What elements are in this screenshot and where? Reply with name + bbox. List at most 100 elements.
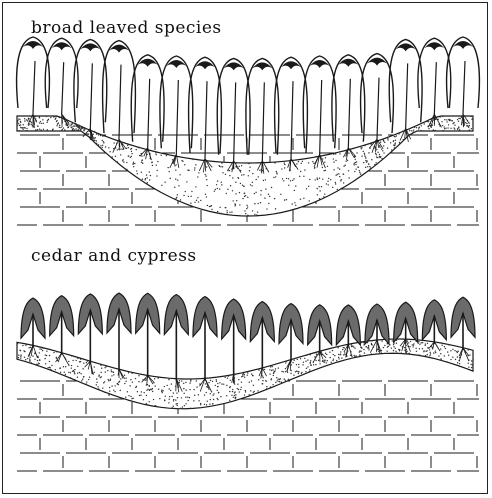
- topsoil-top-soil-dot: [461, 117, 462, 118]
- topsoil-top-soil-dot: [314, 167, 315, 168]
- topsoil-bottom-soil-dot: [325, 353, 326, 354]
- topsoil-bottom-soil-dot: [355, 355, 356, 356]
- topsoil-top-soil-dot: [130, 157, 131, 158]
- topsoil-top-soil-dot: [365, 167, 366, 168]
- topsoil-bottom-soil-dot: [303, 362, 304, 363]
- topsoil-top-soil-dot: [381, 158, 382, 159]
- topsoil-bottom-soil-dot: [333, 354, 334, 355]
- topsoil-bottom-soil-dot: [139, 395, 140, 396]
- topsoil-top-soil-dot: [222, 166, 223, 167]
- topsoil-bottom-soil-dot: [240, 389, 241, 390]
- topsoil-bottom-soil-dot: [298, 373, 299, 374]
- topsoil-bottom-soil-dot: [143, 392, 144, 393]
- topsoil-top-soil-dot: [31, 124, 32, 125]
- topsoil-top-soil-dot: [142, 162, 143, 163]
- topsoil-bottom-soil-dot: [103, 382, 104, 383]
- topsoil-top-soil-dot: [309, 179, 310, 180]
- topsoil-bottom-soil-dot: [213, 393, 214, 394]
- topsoil-bottom-soil-dot: [37, 360, 38, 361]
- topsoil-bottom-soil-dot: [194, 395, 195, 396]
- topsoil-top-soil-dot: [274, 198, 275, 199]
- topsoil-top-soil-dot: [63, 127, 64, 128]
- topsoil-top-soil-dot: [206, 185, 207, 186]
- topsoil-top-soil-dot: [109, 151, 110, 152]
- topsoil-bottom-soil-dot: [430, 353, 431, 354]
- topsoil-top-soil-dot: [312, 161, 313, 162]
- topsoil-bottom-soil-dot: [56, 351, 57, 352]
- topsoil-top-soil-dot: [115, 156, 116, 157]
- topsoil-top-soil-dot: [291, 203, 292, 204]
- topsoil-top-soil-dot: [146, 174, 147, 175]
- topsoil-bottom-soil-dot: [25, 345, 26, 346]
- topsoil-top-soil-dot: [75, 124, 76, 125]
- topsoil-top-soil-dot: [402, 130, 403, 131]
- topsoil-top-soil-dot: [131, 151, 132, 152]
- topsoil-top-soil-dot: [194, 167, 195, 168]
- panel-title-broadleaf: broad leaved species: [31, 18, 222, 38]
- panel-title-conifer: cedar and cypress: [31, 246, 197, 266]
- topsoil-top-soil-dot: [139, 147, 140, 148]
- topsoil-top-soil-dot: [411, 130, 412, 131]
- topsoil-top-soil-dot: [94, 131, 95, 132]
- topsoil-bottom-soil-dot: [51, 370, 52, 371]
- topsoil-bottom-soil-dot: [107, 379, 108, 380]
- topsoil-top-soil-dot: [50, 115, 51, 116]
- topsoil-top-soil-dot: [131, 148, 132, 149]
- topsoil-bottom-soil-dot: [254, 391, 255, 392]
- topsoil-bottom-soil-dot: [108, 380, 109, 381]
- topsoil-bottom-soil-dot: [226, 395, 227, 396]
- topsoil-top-soil-dot: [141, 172, 142, 173]
- topsoil-bottom-soil-dot: [215, 385, 216, 386]
- topsoil-top-soil-dot: [175, 178, 176, 179]
- topsoil-top-soil-dot: [304, 169, 305, 170]
- topsoil-bottom-soil-dot: [304, 358, 305, 359]
- topsoil-top-soil-dot: [337, 167, 338, 168]
- topsoil-top-soil-dot: [343, 182, 344, 183]
- topsoil-bottom-soil-dot: [87, 360, 88, 361]
- topsoil-top-soil-dot: [376, 154, 377, 155]
- topsoil-bottom-soil-dot: [342, 349, 343, 350]
- topsoil-top-soil-dot: [264, 197, 265, 198]
- topsoil-top-soil-dot: [391, 152, 392, 153]
- topsoil-top-soil-dot: [238, 178, 239, 179]
- topsoil-bottom-soil-dot: [113, 374, 114, 375]
- topsoil-top-soil-dot: [126, 162, 127, 163]
- topsoil-bottom-soil-dot: [315, 364, 316, 365]
- topsoil-top-soil-dot: [300, 171, 301, 172]
- topsoil-top-soil-dot: [259, 170, 260, 171]
- topsoil-bottom-soil-dot: [290, 373, 291, 374]
- topsoil-top-soil-dot: [127, 145, 128, 146]
- topsoil-top-soil-dot: [294, 208, 295, 209]
- topsoil-top-soil-dot: [254, 203, 255, 204]
- topsoil-bottom-soil-dot: [88, 379, 89, 380]
- topsoil-bottom-soil-dot: [105, 371, 106, 372]
- topsoil-bottom-soil-dot: [169, 396, 170, 397]
- panel-conifer: [17, 293, 479, 471]
- topsoil-top-soil-dot: [399, 142, 400, 143]
- topsoil-top-soil-dot: [433, 129, 434, 130]
- topsoil-top-soil-dot: [380, 142, 381, 143]
- topsoil-top-soil-dot: [459, 129, 460, 130]
- topsoil-top-soil-dot: [71, 127, 72, 128]
- topsoil-top-soil-dot: [383, 145, 384, 146]
- topsoil-bottom-soil-dot: [104, 381, 105, 382]
- topsoil-top-soil-dot: [335, 160, 336, 161]
- topsoil-top-soil-dot: [164, 181, 165, 182]
- topsoil-bottom-soil-dot: [275, 368, 276, 369]
- topsoil-top-soil-dot: [157, 161, 158, 162]
- topsoil-bottom-soil-dot: [361, 347, 362, 348]
- topsoil-top-soil-dot: [123, 161, 124, 162]
- topsoil-top-soil-dot: [204, 174, 205, 175]
- topsoil-bottom-soil-dot: [80, 373, 81, 374]
- topsoil-bottom-soil-dot: [433, 352, 434, 353]
- topsoil-top-soil-dot: [444, 119, 445, 120]
- topsoil-bottom-soil-dot: [183, 388, 184, 389]
- broadleaf-tree: [418, 38, 451, 127]
- topsoil-bottom-soil-dot: [371, 353, 372, 354]
- topsoil-top-soil-dot: [59, 117, 60, 118]
- topsoil-bottom-soil-dot: [77, 372, 78, 373]
- topsoil-top-soil-dot: [214, 191, 215, 192]
- topsoil-bottom-soil-dot: [43, 347, 44, 348]
- topsoil-bottom-soil-dot: [298, 367, 299, 368]
- topsoil-top-soil-dot: [103, 142, 104, 143]
